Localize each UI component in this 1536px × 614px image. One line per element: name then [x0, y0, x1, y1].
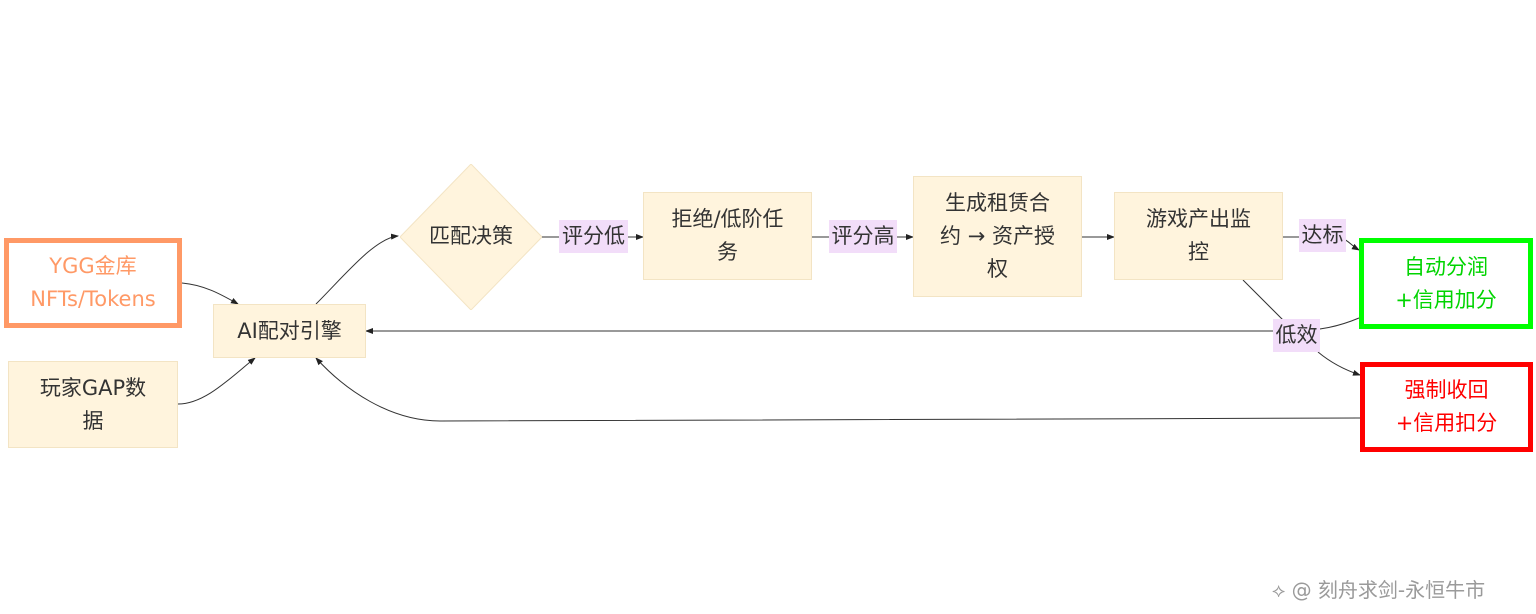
edge-ai-to-decision — [315, 233, 399, 305]
lease-contract-node: 生成租赁合约 → 资产授权 — [913, 176, 1082, 297]
edge-reward-to-ai — [365, 317, 1360, 334]
player-gap-data-node: 玩家GAP数据 — [8, 361, 178, 448]
edge-label-inefficient: 低效 — [1273, 319, 1320, 352]
match-decision-node: 匹配决策 — [400, 164, 542, 310]
revoke-node: 强制收回+信用扣分 — [1360, 362, 1533, 452]
edge-monitor-to-revoke — [1242, 279, 1360, 375]
edge-label-high-score: 评分高 — [829, 220, 897, 253]
edge-revoke-to-ai — [315, 357, 1361, 422]
ai-engine-node: AI配对引擎 — [213, 304, 366, 358]
output-monitor-node: 游戏产出监控 — [1114, 192, 1283, 280]
edge-label-on-target: 达标 — [1299, 219, 1346, 252]
edge-player-to-ai — [177, 357, 256, 405]
edge-ygg-to-ai — [181, 282, 239, 305]
reward-node: 自动分润+信用加分 — [1359, 238, 1533, 329]
reject-node: 拒绝/低阶任务 — [643, 192, 812, 280]
watermark: ⟡ @ 刻舟求剑-永恒牛市 — [1272, 578, 1486, 602]
edge-label-low-score: 评分低 — [559, 220, 628, 253]
